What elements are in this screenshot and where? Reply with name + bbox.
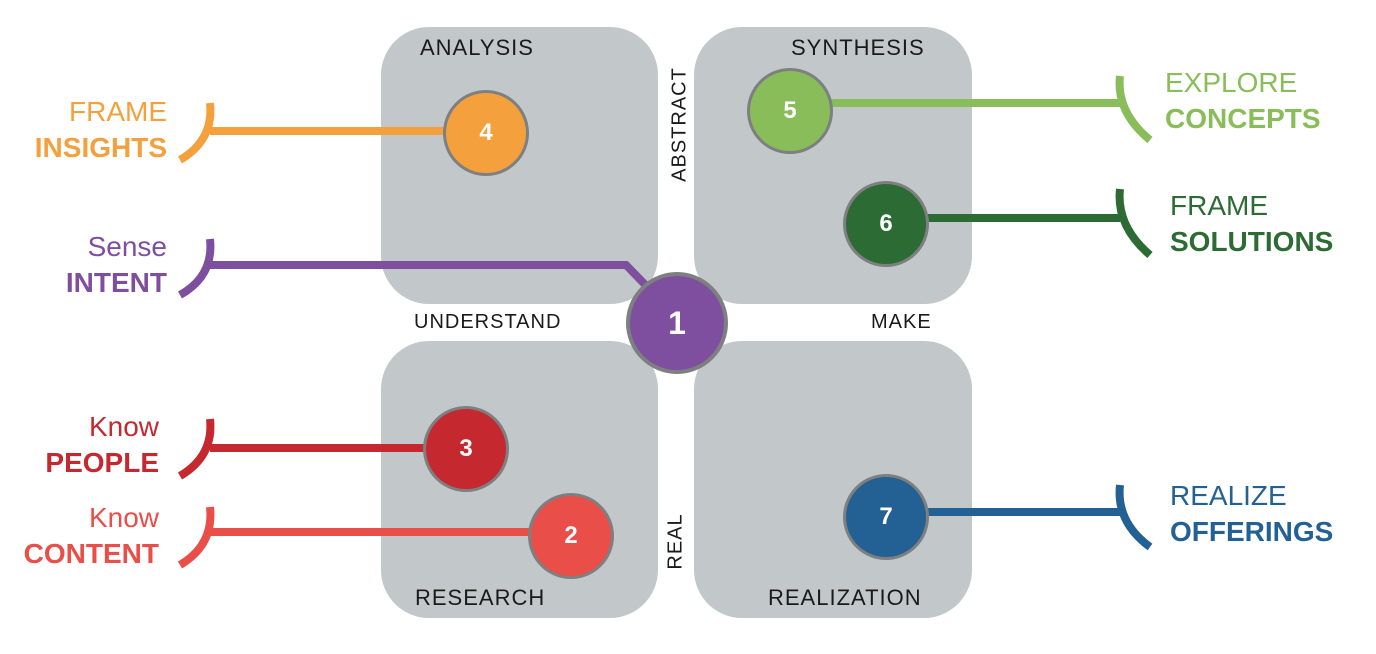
label-know-people-line1: Know [88,411,159,442]
axis-label-real: REAL [664,513,687,570]
label-realize-offerings: REALIZE OFFERINGS [1170,478,1333,550]
label-know-content-line1: Know [88,502,159,533]
node-5[interactable]: 5 [747,68,833,154]
label-frame-insights-line2: INSIGHTS [34,132,167,163]
label-know-content: Know CONTENT [24,500,159,572]
label-realize-offerings-line2: OFFERINGS [1170,516,1334,547]
quadrant-synthesis [694,27,972,304]
label-sense-intent: Sense INTENT [66,229,167,301]
node-2[interactable]: 2 [528,493,614,579]
quadrant-title-research: RESEARCH [415,585,546,610]
label-sense-intent-line1: Sense [87,231,167,262]
quadrant-analysis [381,27,658,304]
axis-label-abstract: ABSTRACT [668,67,691,182]
label-sense-intent-line2: INTENT [65,267,167,298]
connector-5 [790,75,1153,144]
connector-1 [177,238,663,303]
axis-label-make: MAKE [871,311,932,333]
label-explore-concepts-line1: EXPLORE [1165,67,1298,98]
label-frame-insights: FRAME INSIGHTS [35,94,167,166]
quadrant-research [381,341,658,618]
label-explore-concepts: EXPLORE CONCEPTS [1165,65,1321,137]
label-know-content-line2: CONTENT [23,538,159,569]
label-know-people-line2: PEOPLE [45,447,159,478]
connector-3 [177,418,465,480]
axis-label-understand: UNDERSTAND [414,311,562,333]
label-explore-concepts-line2: CONCEPTS [1165,103,1321,134]
label-realize-offerings-line1: REALIZE [1170,480,1287,511]
node-7[interactable]: 7 [843,474,929,560]
node-4[interactable]: 4 [443,90,529,176]
quadrant-realization [694,341,972,618]
label-frame-solutions: FRAME SOLUTIONS [1170,188,1333,260]
node-6[interactable]: 6 [843,181,929,267]
label-frame-solutions-line2: SOLUTIONS [1170,226,1334,257]
label-frame-insights-line1: FRAME [69,96,167,127]
quadrant-title-realization: REALIZATION [768,585,922,610]
node-1[interactable]: 1 [626,272,728,374]
quadrant-title-synthesis: SYNTHESIS [791,35,925,60]
connector-4 [177,102,485,164]
quadrant-title-analysis: ANALYSIS [420,35,534,60]
label-frame-solutions-line1: FRAME [1170,190,1268,221]
node-3[interactable]: 3 [423,406,509,492]
connector-2 [177,506,570,569]
label-know-people: Know PEOPLE [45,409,159,481]
